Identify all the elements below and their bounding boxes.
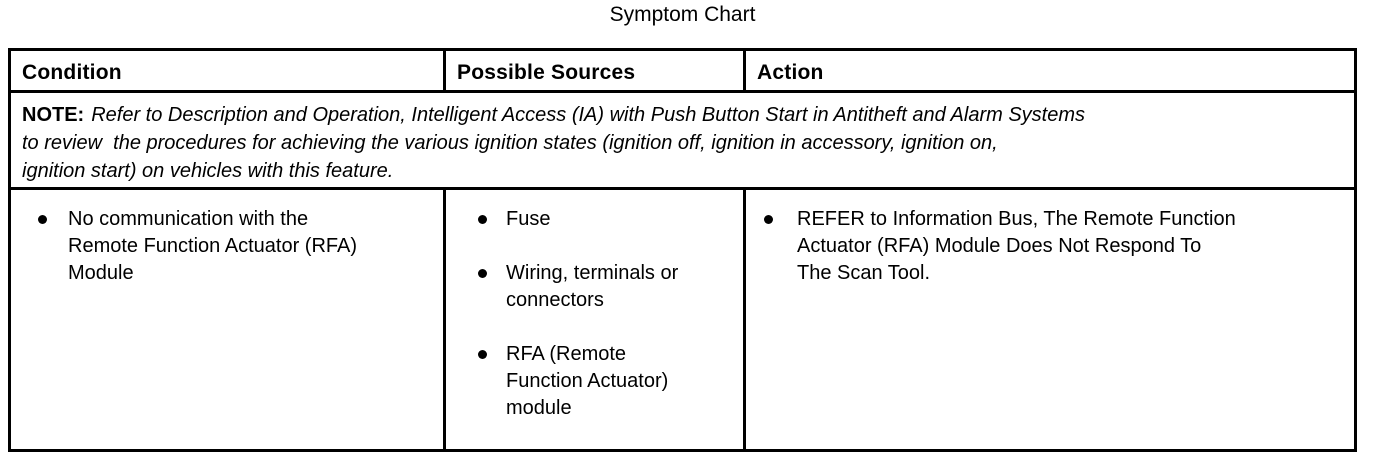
list-item-text: No communication with the Remote Functio… xyxy=(68,208,358,284)
bullet-icon xyxy=(478,215,487,224)
symptom-chart-table: Condition Possible Sources Action NOTE:R… xyxy=(8,48,1357,452)
action-cell: REFER to Information Bus, The Remote Fun… xyxy=(746,190,1354,449)
note-row: NOTE:Refer to Description and Operation,… xyxy=(11,93,1354,190)
list-item: REFER to Information Bus, The Remote Fun… xyxy=(764,206,1340,287)
page-title: Symptom Chart xyxy=(609,3,756,26)
note-text: Refer to Description and Operation, Inte… xyxy=(22,103,1086,182)
list-item-text: REFER to Information Bus, The Remote Fun… xyxy=(797,208,1236,284)
condition-cell: No communication with the Remote Functio… xyxy=(11,190,446,449)
list-item-text: RFA (Remote Function Actuator) module xyxy=(506,343,669,419)
note-label: NOTE: xyxy=(22,103,85,126)
possible-sources-cell: Fuse Wiring, terminals or connectors RFA… xyxy=(446,190,746,449)
list-item: Fuse xyxy=(478,206,733,233)
list-item-text: Wiring, terminals or connectors xyxy=(506,262,679,311)
list-item-text: Fuse xyxy=(506,208,551,230)
list-item: No communication with the Remote Functio… xyxy=(38,206,429,287)
header-cell-condition: Condition xyxy=(11,51,446,90)
header-cell-possible-sources: Possible Sources xyxy=(446,51,746,90)
bullet-icon xyxy=(764,215,773,224)
header-cell-action: Action xyxy=(757,61,824,84)
bullet-icon xyxy=(478,269,487,278)
bullet-icon xyxy=(38,215,47,224)
list-item: Wiring, terminals or connectors xyxy=(478,260,733,314)
table-header-row: Condition Possible Sources Action xyxy=(11,51,1354,93)
symptom-row: No communication with the Remote Functio… xyxy=(11,190,1354,449)
list-item: RFA (Remote Function Actuator) module xyxy=(478,341,733,422)
bullet-icon xyxy=(478,350,487,359)
